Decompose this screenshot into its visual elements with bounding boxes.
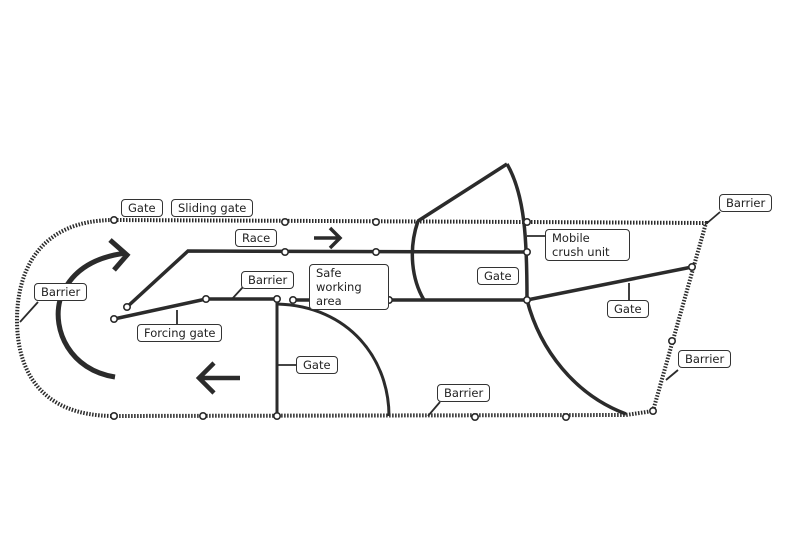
crush-arc (505, 163, 627, 416)
gate-right-label: Gate (607, 300, 649, 318)
gate-center-label: Gate (477, 267, 519, 285)
label-leaders (19, 211, 721, 417)
forcing-gate-line (113, 297, 277, 321)
mobile-crush-unit-label: Mobile crush unit (545, 229, 630, 261)
forcing-gate-label: Forcing gate (137, 324, 223, 342)
barrier-left-label: Barrier (34, 283, 88, 301)
barrier-middle-label: Barrier (241, 271, 295, 289)
crush-left-arc (410, 220, 426, 301)
sliding-gate-label: Sliding gate (171, 199, 254, 217)
curved-gate (276, 302, 391, 417)
nodes (110, 216, 696, 421)
left-arrow (195, 361, 240, 395)
barrier-top-right-label: Barrier (719, 194, 773, 212)
safe-working-area-label: Safe working area (309, 264, 389, 310)
curved-arrow-head (108, 238, 131, 272)
barrier-right-label: Barrier (678, 350, 732, 368)
crush-top (417, 162, 508, 223)
gate-vertical-label: Gate (296, 356, 338, 374)
race-label: Race (235, 229, 278, 247)
gate-top-label: Gate (121, 199, 163, 217)
curved-arrow (55, 250, 127, 380)
barrier-bottom-label: Barrier (437, 384, 491, 402)
right-arrow (314, 226, 343, 250)
